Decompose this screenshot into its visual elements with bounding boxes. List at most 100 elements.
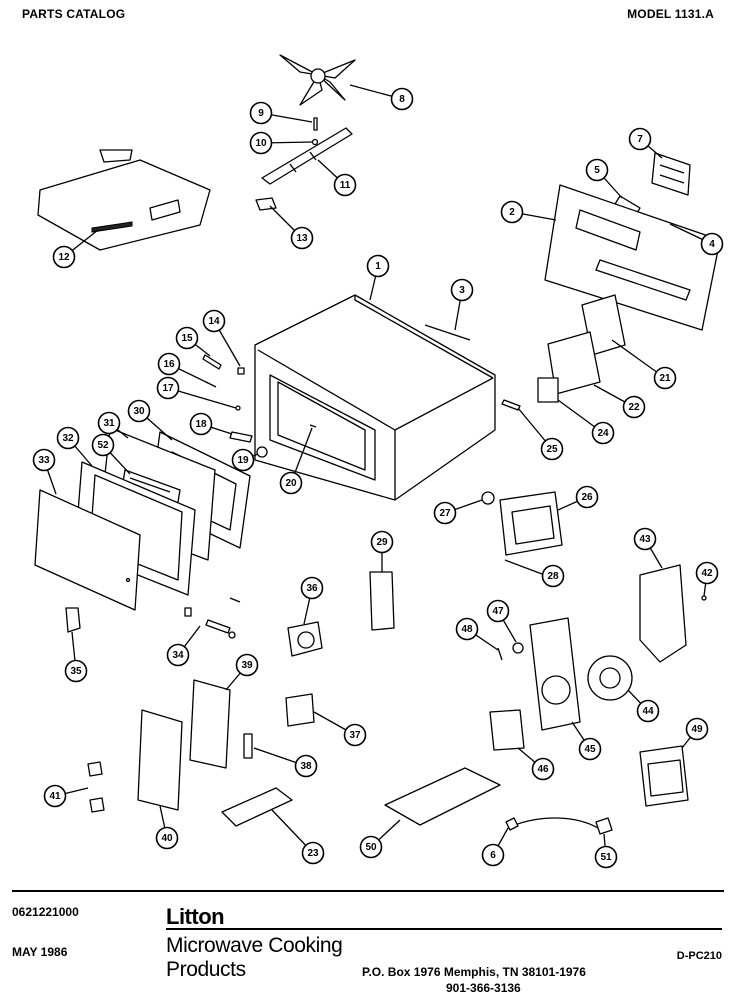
callout-number: 50 — [365, 842, 377, 853]
part-switch-36 — [287, 621, 323, 657]
part-relay — [369, 571, 395, 631]
callout-number: 7 — [637, 134, 643, 145]
model-label: MODEL 1131.A — [627, 7, 714, 21]
callout-41: 41 — [43, 784, 67, 808]
callout-1: 1 — [366, 254, 390, 278]
part-mount-plate — [651, 152, 691, 196]
callout-10: 10 — [249, 131, 273, 155]
part-cabinet — [254, 294, 496, 501]
callout-circle — [591, 421, 615, 445]
callout-number: 38 — [300, 761, 312, 772]
callout-circle — [155, 826, 179, 850]
callout-number: 6 — [490, 850, 496, 861]
part-stirrer-fan — [279, 54, 356, 106]
callout-22: 22 — [622, 395, 646, 419]
callout-circle — [202, 309, 226, 333]
part-base-plate — [384, 767, 501, 826]
callout-18: 18 — [189, 412, 213, 436]
callout-number: 10 — [255, 138, 267, 149]
callout-40: 40 — [155, 826, 179, 850]
callout-circle — [486, 599, 510, 623]
callout-49: 49 — [685, 717, 709, 741]
callout-30: 30 — [127, 399, 151, 423]
callout-33: 33 — [32, 448, 56, 472]
callout-number: 21 — [659, 373, 671, 384]
callout-circle — [294, 754, 318, 778]
callout-number: 39 — [241, 660, 253, 671]
callout-circle — [540, 437, 564, 461]
part-latch-housing — [137, 709, 183, 811]
callout-circle — [249, 101, 273, 125]
callout-47: 47 — [486, 599, 510, 623]
callout-number: 26 — [581, 492, 593, 503]
callout-circle — [43, 784, 67, 808]
callout-52: 52 — [91, 433, 115, 457]
callout-number: 11 — [340, 180, 351, 191]
callout-23: 23 — [301, 841, 325, 865]
callout-circle — [653, 366, 677, 390]
callout-circle — [301, 841, 325, 865]
part-collar — [512, 642, 524, 654]
brand-underline — [166, 928, 722, 930]
callout-48: 48 — [455, 617, 479, 641]
part-transformer — [639, 745, 689, 807]
callout-number: 1 — [375, 261, 381, 272]
callout-number: 3 — [459, 285, 465, 296]
callout-number: 19 — [237, 455, 249, 466]
callout-number: 49 — [691, 724, 703, 735]
part-knob-b — [89, 797, 105, 813]
part-fan-blade — [587, 655, 633, 701]
callout-circle — [231, 448, 255, 472]
callout-number: 16 — [163, 359, 175, 370]
callout-35: 35 — [64, 659, 88, 683]
callout-number: 27 — [439, 508, 451, 519]
part-interlock-board — [221, 787, 293, 827]
callout-number: 9 — [258, 108, 264, 119]
part-wire-28 — [504, 559, 543, 575]
part-screw — [701, 595, 707, 601]
callout-26: 26 — [575, 485, 599, 509]
callout-number: 34 — [172, 650, 184, 661]
callout-16: 16 — [157, 352, 181, 376]
callout-circle — [636, 699, 660, 723]
callout-number: 5 — [594, 165, 600, 176]
callout-24: 24 — [591, 421, 615, 445]
part-pin — [313, 117, 318, 131]
product-line-2: Products — [166, 958, 246, 981]
part-hardware-17 — [235, 405, 241, 411]
callout-circle — [370, 530, 394, 554]
callout-number: 40 — [161, 833, 173, 844]
callout-circle — [127, 399, 151, 423]
document-code: D-PC210 — [676, 950, 722, 962]
callout-number: 44 — [642, 706, 654, 717]
part-wire-lead — [424, 324, 471, 341]
callout-17: 17 — [156, 376, 180, 400]
catalog-date: MAY 1986 — [12, 945, 68, 959]
callout-circle — [700, 232, 724, 256]
part-capacitor-bracket — [547, 331, 601, 395]
callout-45: 45 — [578, 737, 602, 761]
callout-number: 35 — [70, 666, 82, 677]
callout-circle — [578, 737, 602, 761]
part-clip-25 — [501, 399, 521, 411]
product-line-1: Microwave Cooking — [166, 934, 343, 957]
callout-51: 51 — [594, 845, 618, 869]
part-actuator — [243, 733, 253, 759]
callout-circle — [541, 564, 565, 588]
callout-circle — [166, 643, 190, 667]
callout-circle — [455, 617, 479, 641]
callout-circle — [235, 653, 259, 677]
callout-number: 41 — [49, 791, 61, 802]
catalog-part-number: 0621221000 — [12, 905, 79, 919]
callout-circle — [633, 527, 657, 551]
callout-7: 7 — [628, 127, 652, 151]
callout-circle — [450, 278, 474, 302]
callout-number: 31 — [103, 418, 115, 429]
callout-number: 45 — [584, 744, 596, 755]
callout-19: 19 — [231, 448, 255, 472]
callout-5: 5 — [585, 158, 609, 182]
callout-circle — [189, 412, 213, 436]
callout-number: 52 — [97, 440, 109, 451]
brand-logo: Litton — [166, 904, 225, 929]
